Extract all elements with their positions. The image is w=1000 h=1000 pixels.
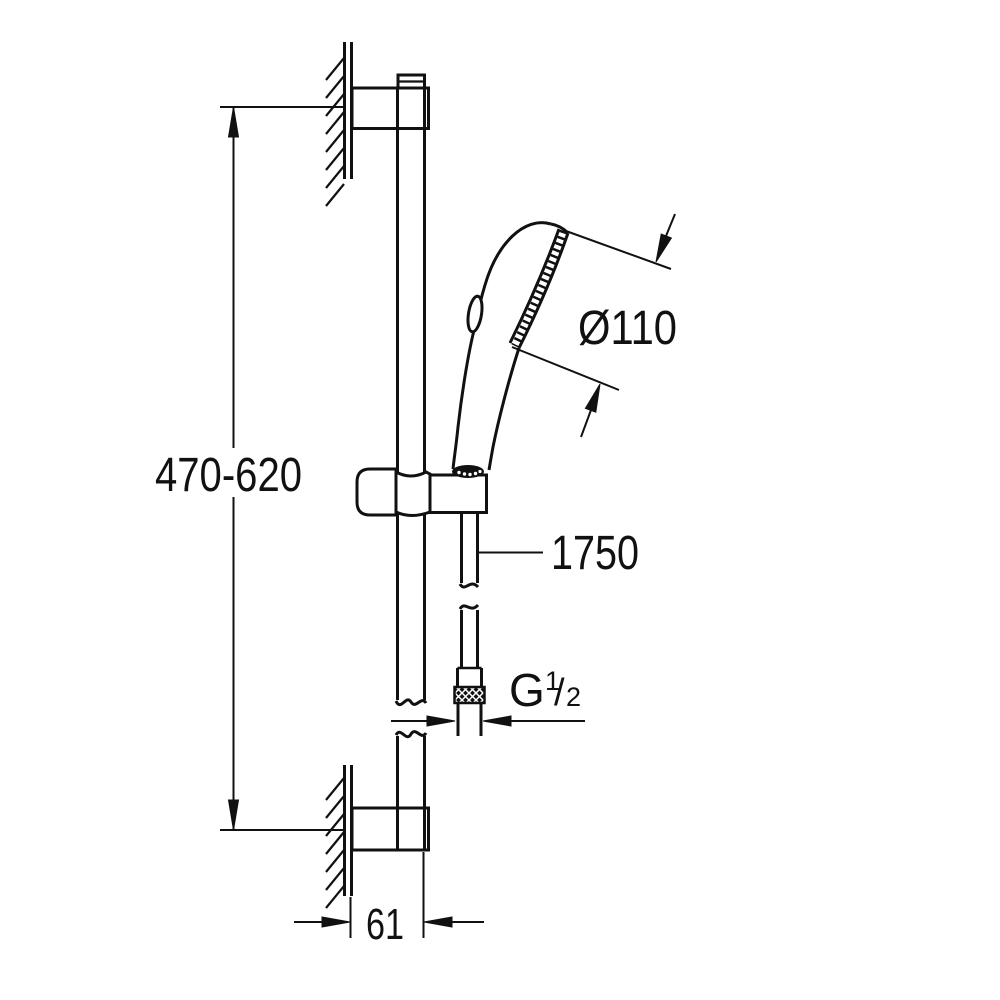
rail-break-upper bbox=[394, 698, 428, 707]
arrowhead-right bbox=[426, 715, 456, 727]
label-hose-length: 1750 bbox=[551, 527, 639, 580]
holder-knob bbox=[355, 467, 398, 517]
hose-break-lower bbox=[458, 603, 480, 610]
wall-hatching-bottom bbox=[325, 777, 345, 909]
spray-face-inner-edge bbox=[508, 228, 561, 344]
label-wall-offset: 61 bbox=[366, 900, 404, 949]
hand-shower-body-outline bbox=[451, 221, 552, 470]
thread-letter: G bbox=[509, 664, 545, 716]
wall-hatching-top bbox=[325, 57, 345, 207]
tangent-line-top bbox=[565, 230, 672, 270]
slider-holder bbox=[355, 465, 488, 517]
rail-break-lower bbox=[394, 730, 428, 739]
hand-shower bbox=[451, 221, 570, 471]
label-rail-height-range: 470-620 bbox=[155, 449, 302, 502]
rail-end-cap bbox=[396, 73, 426, 90]
thread-denominator: 2 bbox=[566, 682, 581, 712]
spray-face-outer-edge bbox=[517, 232, 570, 349]
collar-dots bbox=[457, 469, 482, 477]
shower-hose bbox=[453, 512, 486, 736]
shower-rail bbox=[394, 88, 428, 850]
hose-break-upper bbox=[458, 582, 480, 589]
thread-slash: / bbox=[554, 672, 565, 714]
label-head-diameter: Ø110 bbox=[578, 302, 677, 355]
holder-middle bbox=[394, 469, 432, 517]
arrowhead-left bbox=[423, 916, 453, 928]
hose-connection-nut bbox=[453, 685, 486, 705]
thread-numerator: 1 bbox=[545, 666, 560, 696]
dimension-thread-size bbox=[391, 715, 585, 727]
arrowhead-up bbox=[227, 106, 240, 138]
tangent-line-bottom bbox=[511, 346, 620, 391]
hand-shower-handle-front bbox=[487, 347, 521, 471]
dimension-wall-offset bbox=[294, 852, 484, 938]
wall-bracket-bottom bbox=[350, 806, 430, 852]
dimension-rail-height bbox=[220, 106, 345, 831]
label-thread-size: G 1 / 2 bbox=[509, 664, 581, 716]
dimension-head-diameter bbox=[511, 213, 676, 438]
spray-nozzle-texture bbox=[511, 229, 568, 348]
arrowhead-down bbox=[227, 799, 240, 831]
wall-section-top bbox=[325, 42, 353, 207]
spray-mode-button bbox=[466, 294, 484, 334]
wall-bracket-top bbox=[350, 86, 430, 130]
arrowhead-left bbox=[482, 715, 512, 727]
holder-cone bbox=[428, 473, 488, 514]
arrowhead-right bbox=[321, 916, 351, 928]
arrowhead-to-face-top bbox=[655, 233, 673, 263]
arrowhead-to-face-bottom bbox=[584, 383, 601, 413]
wall-section-bottom bbox=[325, 765, 353, 909]
